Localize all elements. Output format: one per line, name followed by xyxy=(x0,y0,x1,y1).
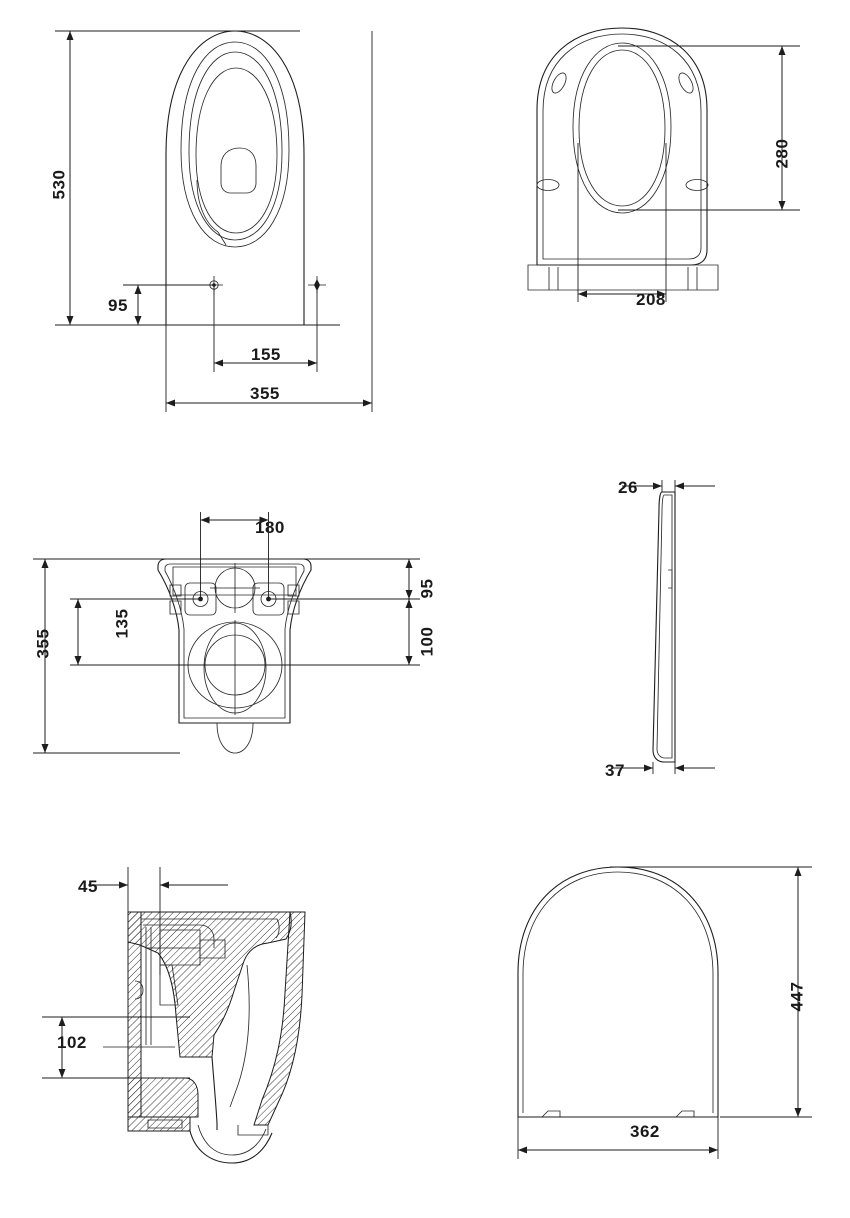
section-foot-detail xyxy=(148,1120,182,1128)
dim-label-seat-length-447: 447 xyxy=(787,981,807,1012)
hinge-left xyxy=(549,267,558,290)
bumper-slot-bottom-left xyxy=(537,180,559,191)
pan-outline-outer xyxy=(166,31,304,325)
seat-elev-lug-right xyxy=(676,1111,694,1117)
bumper-slot-top-right xyxy=(676,71,696,96)
section-trap-outer xyxy=(190,1131,272,1163)
seat-side-hinge-notch xyxy=(668,570,672,588)
section-inlet-spigot xyxy=(200,940,225,958)
dim-label-pan-height-530: 530 xyxy=(49,169,69,200)
fixing-boss-right xyxy=(253,583,284,615)
section-seal-ring xyxy=(135,981,143,999)
bowl-water-oval xyxy=(196,68,277,233)
seat-side-outline xyxy=(653,492,675,762)
seat-outline-view xyxy=(480,845,850,1175)
bumper-slot-bottom-right xyxy=(686,180,708,191)
rear-slot-right-lower xyxy=(288,601,299,614)
seat-outline-outer xyxy=(537,28,707,265)
rim-shelf-tail xyxy=(218,232,226,245)
dim-label-pan-fixing-spacing-180: 180 xyxy=(255,518,285,537)
dim-label-seat-top-thickness-26: 26 xyxy=(618,478,638,497)
section-outlet-plate xyxy=(127,1077,199,1118)
rear-flange-rect xyxy=(173,567,296,595)
rear-outline-outer xyxy=(158,559,311,723)
dim-label-seat-opening-length-280: 280 xyxy=(772,138,792,169)
dim-label-seat-width-362: 362 xyxy=(630,1122,660,1141)
section-rim-channel xyxy=(141,919,279,938)
fixing-boss-left xyxy=(185,583,216,615)
section-right-foot xyxy=(238,1125,268,1135)
dim-label-pan-outlet-offset-100: 100 xyxy=(417,626,437,657)
seat-side-view xyxy=(560,470,850,800)
dim-label-pan-outlet-height-102: 102 xyxy=(57,1033,87,1052)
seat-outline-inner xyxy=(543,34,701,259)
seat-top-view xyxy=(490,0,850,360)
dim-label-pan-fixing-depth-135: 135 xyxy=(112,608,132,639)
hinge-plate xyxy=(528,265,718,290)
seat-side-inner xyxy=(657,495,672,758)
seat-opening-inner xyxy=(579,50,665,206)
rim-shelf-arc xyxy=(197,180,218,232)
dim-label-seat-opening-width-208: 208 xyxy=(636,290,666,309)
hinge-right xyxy=(688,267,697,290)
pan-section-view xyxy=(0,845,306,1175)
rear-slot-right-upper xyxy=(288,585,299,596)
dim-label-pan-inlet-position-45: 45 xyxy=(78,877,98,896)
rear-slot-left-upper xyxy=(170,585,181,596)
rear-bottom-nub xyxy=(217,723,253,753)
pan-top-view xyxy=(0,0,470,430)
rear-outline-inner xyxy=(165,564,304,718)
dim-label-pan-bolt-offset-95: 95 xyxy=(108,296,128,315)
pan-rear-view xyxy=(0,470,470,800)
bowl-rim-outer xyxy=(181,42,289,247)
rear-slot-left-lower xyxy=(170,601,181,614)
section-trap-inner xyxy=(198,1125,266,1155)
dim-label-pan-width-355: 355 xyxy=(250,384,280,403)
dim-label-pan-inlet-offset-95: 95 xyxy=(417,578,437,599)
seat-elev-outline xyxy=(518,867,718,1117)
dim-label-seat-bottom-thickness-37: 37 xyxy=(605,761,625,780)
seat-elev-lug-left xyxy=(542,1111,560,1117)
dim-label-pan-bolt-spacing-155: 155 xyxy=(251,345,281,364)
section-bottom-foot xyxy=(127,1116,191,1132)
section-rim-inner xyxy=(143,925,214,948)
bumper-slot-top-left xyxy=(549,71,569,96)
bowl-rim-inner xyxy=(189,52,282,240)
section-inlet-neck xyxy=(160,965,178,1005)
section-bowl-inner-wall xyxy=(212,1057,217,1130)
seat-opening-outer xyxy=(573,43,671,213)
section-upper-body-hatch xyxy=(127,911,292,1058)
trap-opening xyxy=(221,148,256,193)
seat-elev-inner xyxy=(523,872,713,1113)
dim-label-pan-rear-height-355: 355 xyxy=(33,628,53,659)
section-bowl-face xyxy=(230,965,249,1107)
